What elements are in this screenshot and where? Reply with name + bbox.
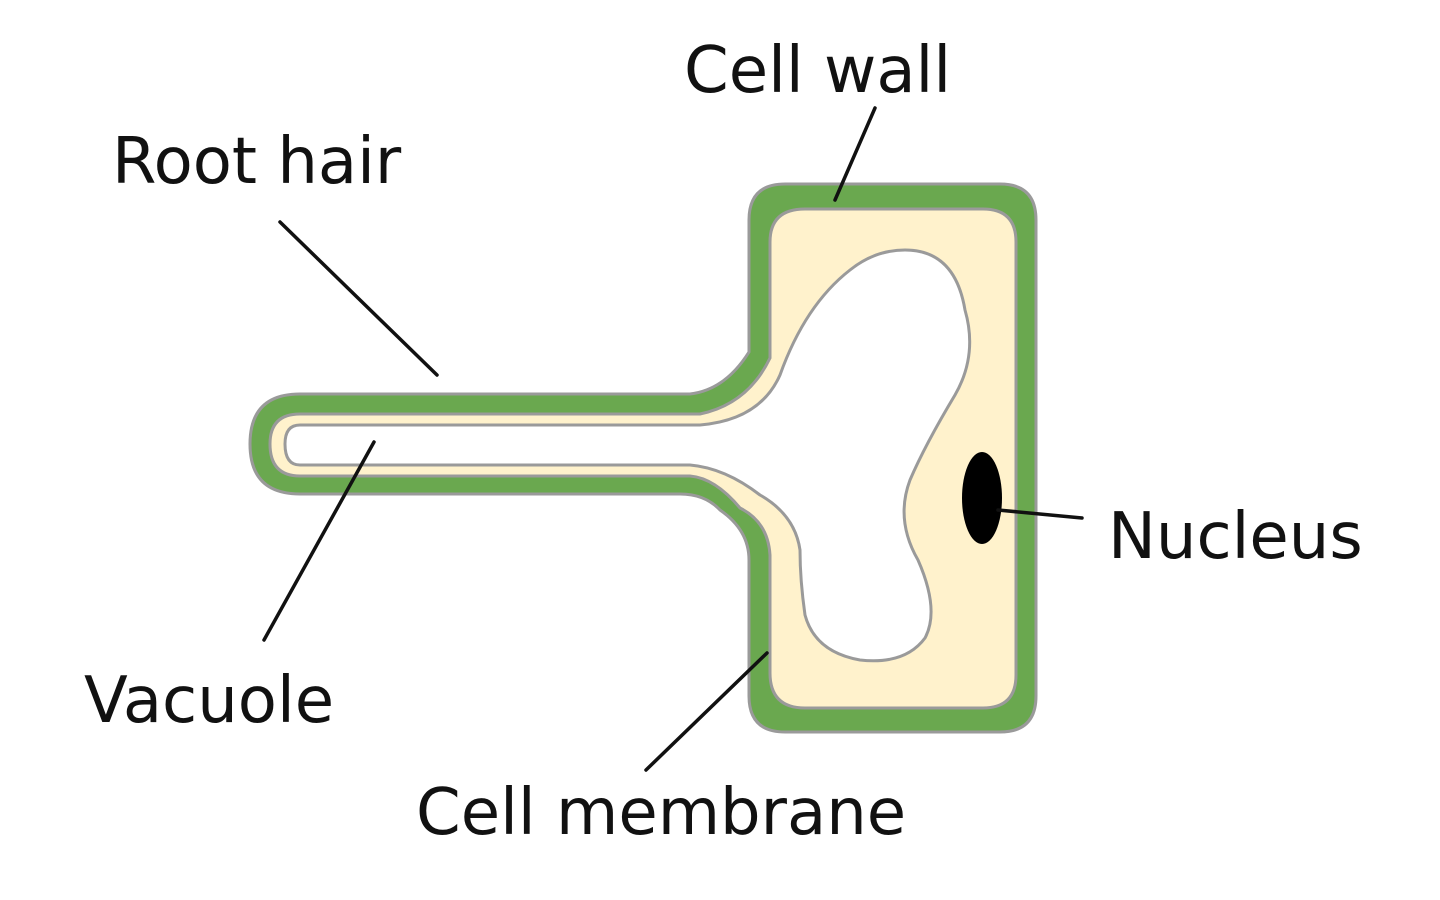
cell-membrane-leader — [646, 653, 767, 770]
root-hair-leader — [280, 222, 437, 375]
vacuole-shape — [285, 250, 970, 661]
nucleus-label: Nucleus — [1108, 500, 1363, 574]
cell-membrane-label: Cell membrane — [416, 776, 906, 850]
root-hair-label: Root hair — [112, 125, 402, 199]
nucleus-shape — [962, 452, 1002, 544]
vacuole-label: Vacuole — [84, 664, 334, 738]
cell-wall-label: Cell wall — [684, 34, 951, 108]
